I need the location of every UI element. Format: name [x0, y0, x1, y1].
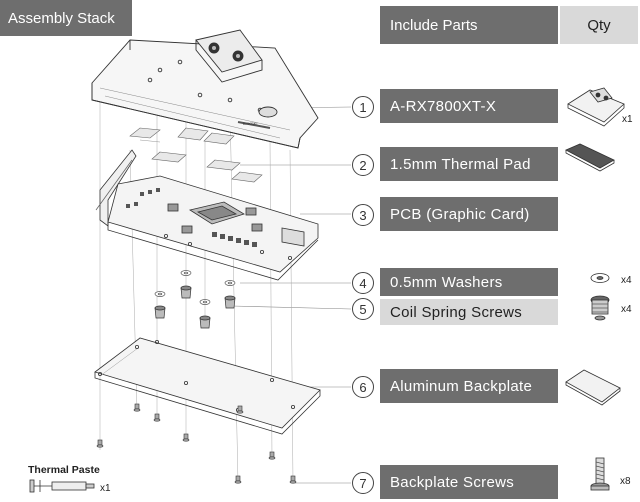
- screw-guide-lines: [99, 90, 294, 483]
- part-label-gpu-block: A-RX7800XT-X: [380, 89, 558, 123]
- qty-header: Qty: [560, 6, 638, 44]
- include-parts-header: Include Parts: [380, 6, 558, 44]
- part-number-7: 7: [352, 472, 374, 494]
- block-logo-text: BYKSKI: [243, 121, 257, 126]
- part-number-5: 5: [352, 298, 374, 320]
- gpu-block-icon: [567, 87, 625, 127]
- qty-icons: [565, 87, 625, 491]
- graphics-card-pcb: [95, 149, 319, 281]
- qty-gpu-block: x1: [622, 114, 633, 125]
- washers: [154, 270, 236, 305]
- thermal-paste-label: Thermal Paste: [28, 464, 100, 476]
- thermal-pads: [129, 127, 263, 183]
- part-label-pcb: PCB (Graphic Card): [380, 197, 558, 231]
- thermal-paste-syringe-icon: [29, 479, 95, 493]
- spring-screw-icon: [590, 295, 610, 321]
- screw-icon: [590, 457, 610, 491]
- qty-backplate-screws: x8: [620, 476, 631, 487]
- backplate-icon: [565, 369, 621, 406]
- part-number-2: 2: [352, 154, 374, 176]
- part-label-washers: 0.5mm Washers: [380, 268, 558, 296]
- qty-washers: x4: [621, 275, 632, 286]
- part-number-4: 4: [352, 272, 374, 294]
- part-number-1: 1: [352, 96, 374, 118]
- part-label-backplate: Aluminum Backplate: [380, 369, 558, 403]
- part-number-3: 3: [352, 204, 374, 226]
- aluminum-backplate: [94, 337, 321, 435]
- part-label-spring-screws: Coil Spring Screws: [380, 299, 558, 325]
- coil-spring-screws: [154, 285, 236, 329]
- qty-thermal-paste: x1: [100, 483, 111, 494]
- qty-spring-screws: x4: [621, 304, 632, 315]
- part-number-6: 6: [352, 376, 374, 398]
- part-label-backplate-screws: Backplate Screws: [380, 465, 558, 499]
- thermal-pad-icon: [565, 143, 615, 172]
- washer-icon: [590, 273, 610, 283]
- diagram-title: Assembly Stack: [0, 0, 132, 36]
- water-block: [91, 29, 319, 149]
- part-label-thermal-pad: 1.5mm Thermal Pad: [380, 147, 558, 181]
- backplate-screws: [96, 403, 297, 484]
